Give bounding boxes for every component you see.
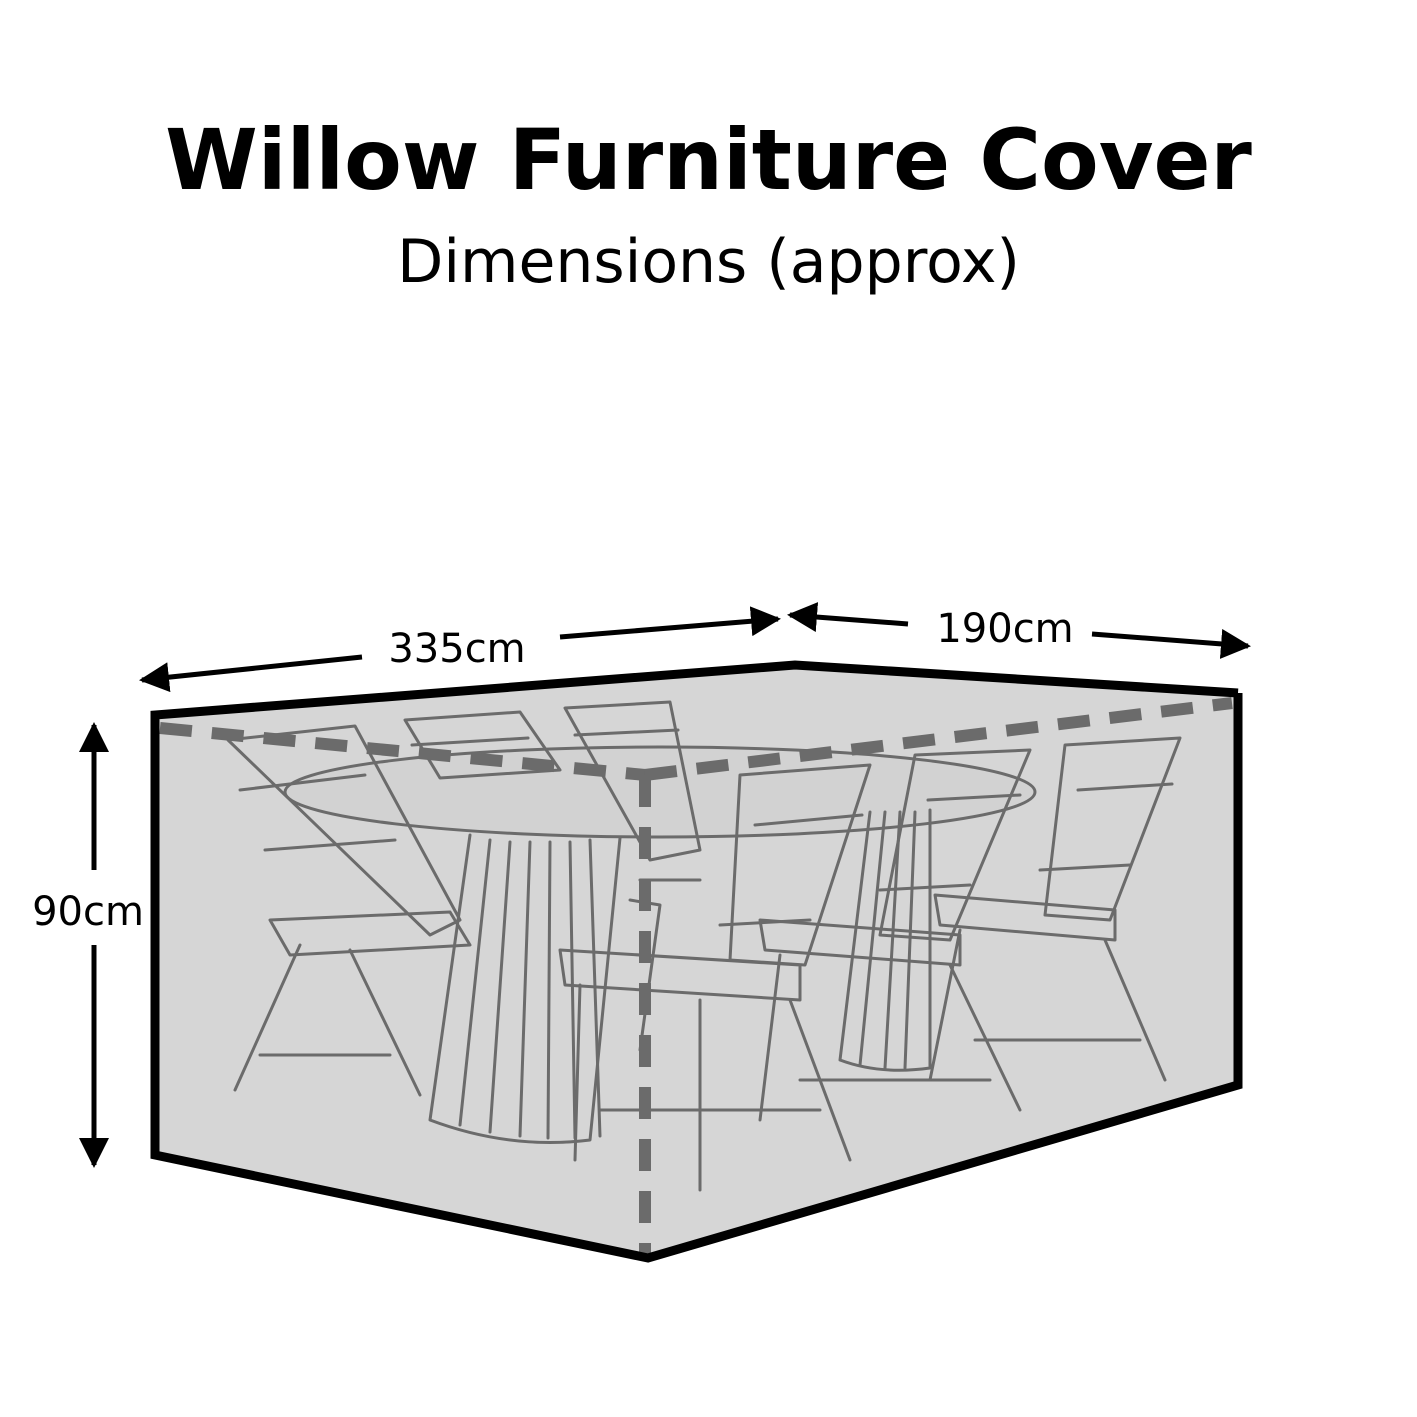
- length-label: 335cm: [388, 626, 525, 672]
- dimensions-subtitle: Dimensions (approx): [397, 227, 1020, 297]
- product-title: Willow Furniture Cover: [165, 111, 1252, 209]
- hidden-edges: [159, 697, 1233, 1254]
- cover-outline: [150, 660, 1243, 1263]
- width-label: 190cm: [936, 606, 1073, 652]
- table-illustration: [283, 745, 1037, 1144]
- chair-front-left: [558, 763, 872, 1192]
- chair-front-right: [928, 736, 1182, 1082]
- dimension-arrow-icon: [79, 602, 1251, 1168]
- height-label: 90cm: [32, 889, 144, 935]
- chair-front-middle: [758, 748, 1032, 1122]
- chair-back-left: [226, 724, 472, 1097]
